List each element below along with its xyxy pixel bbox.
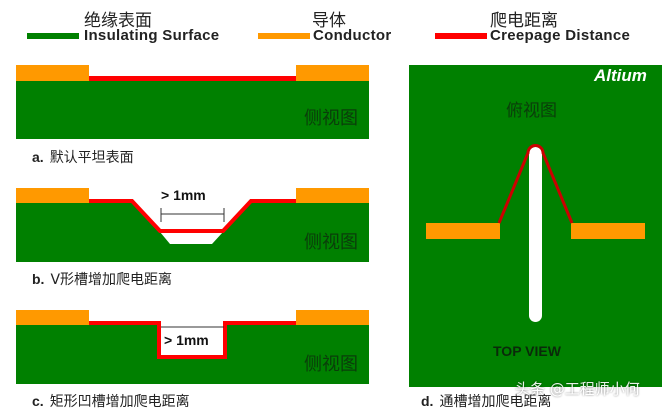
panel-b-caption: b. V形槽增加爬电距离 — [32, 269, 172, 289]
panel-c-view-label: 侧视图 — [304, 354, 358, 375]
panel-c-dimension: > 1mm — [164, 332, 209, 348]
panel-d-caption: d. 通槽增加爬电距离 — [421, 391, 551, 411]
altium-logo: Altium — [594, 66, 647, 85]
panel-c-caption: c. 矩形凹槽增加爬电距离 — [32, 391, 190, 411]
panel-c-caption-text: 矩形凹槽增加爬电距离 — [49, 394, 190, 410]
legend-insulating-en: Insulating Surface — [84, 27, 220, 44]
panel-c-letter: c. — [32, 393, 44, 409]
legend-conductor-en: Conductor — [313, 27, 392, 44]
panel-d-caption-text: 通槽增加爬电距离 — [439, 394, 552, 410]
watermark: 头条 @工程师小何 — [515, 380, 640, 398]
panel-d-view-label-en: TOP VIEW — [493, 343, 561, 359]
panel-b-caption-text: V形槽增加爬电距离 — [50, 272, 173, 288]
panel-c-diagram — [16, 310, 369, 384]
legend-insulating-swatch — [27, 33, 79, 39]
panel-a-caption-text: 默认平坦表面 — [49, 150, 134, 166]
legend-creepage-en: Creepage Distance — [490, 27, 631, 44]
panel-b-diagram — [16, 188, 369, 262]
panel-b-view-label: 侧视图 — [304, 232, 358, 253]
legend-creepage-cn: 爬电距离 — [490, 11, 558, 31]
panel-d-view-label-cn: 俯视图 — [506, 101, 557, 121]
legend-conductor-swatch — [258, 33, 310, 39]
panel-d-letter: d. — [421, 393, 434, 409]
panel-a-view-label: 侧视图 — [304, 108, 358, 129]
legend-creepage-swatch — [435, 33, 487, 39]
panel-d-diagram — [409, 65, 662, 387]
panel-b-letter: b. — [32, 271, 45, 287]
legend-conductor-cn: 导体 — [312, 11, 346, 31]
panel-a-caption: a. 默认平坦表面 — [32, 147, 134, 167]
panel-a-diagram — [16, 65, 369, 139]
side-view-diagrams — [16, 65, 369, 384]
panel-b-dimension: > 1mm — [161, 187, 206, 203]
legend-insulating-cn: 绝缘表面 — [84, 11, 152, 31]
panel-a-letter: a. — [32, 149, 44, 165]
